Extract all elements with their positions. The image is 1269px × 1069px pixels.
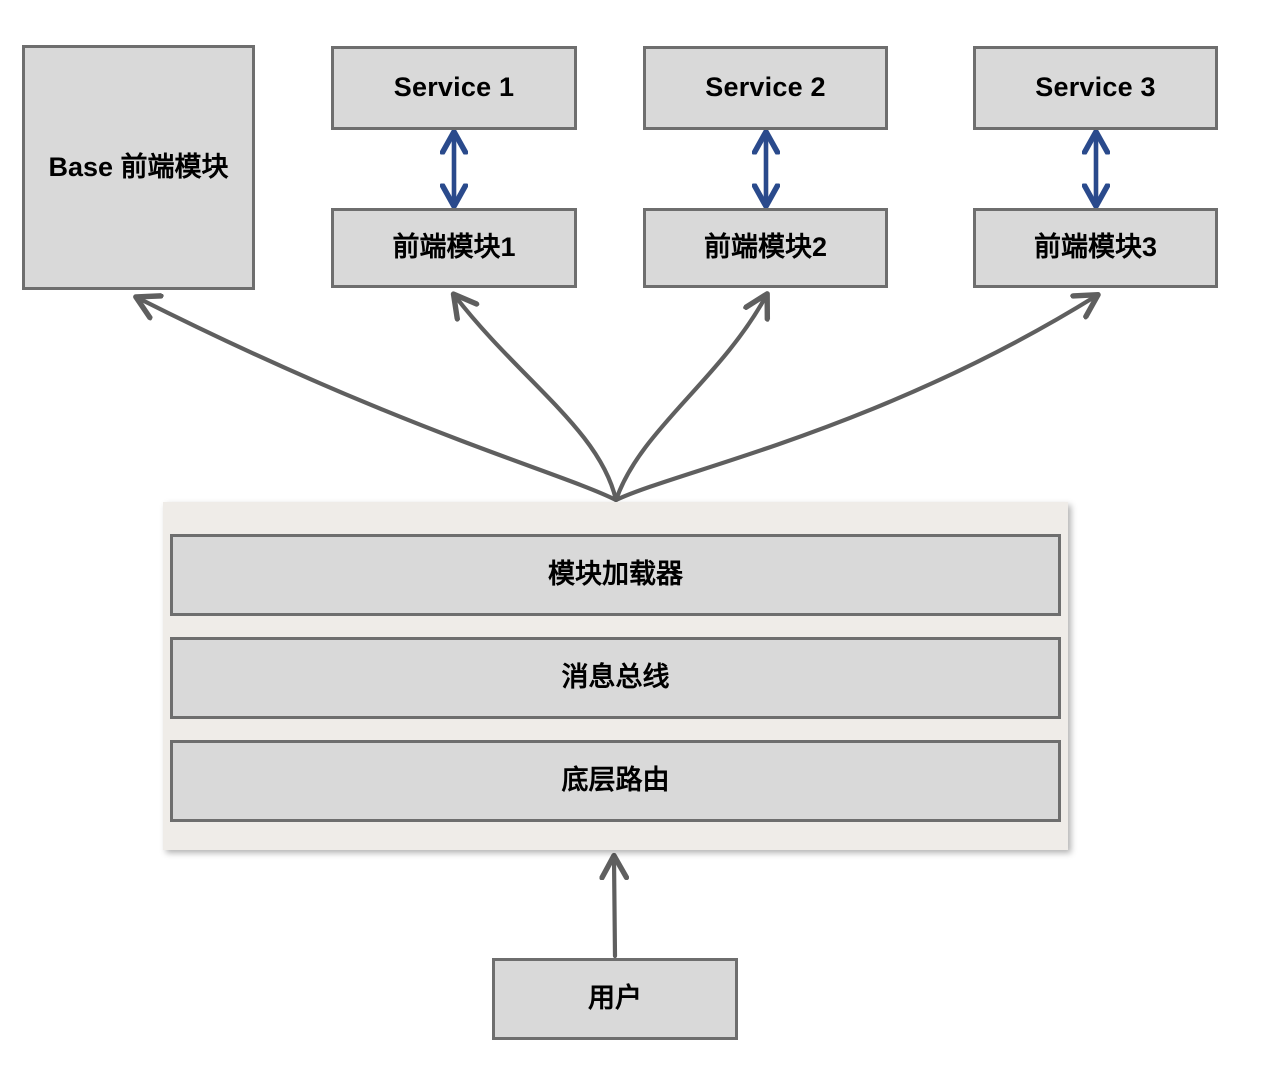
node-service-2[interactable]: Service 2 <box>643 46 888 130</box>
node-label: 前端模块2 <box>703 232 828 263</box>
node-base-frontend-module[interactable]: Base 前端模块 <box>22 45 255 290</box>
connector-user-to-platform <box>614 858 615 959</box>
node-label: 前端模块3 <box>1033 232 1158 263</box>
platform-container: 模块加载器 消息总线 底层路由 <box>163 502 1068 850</box>
connector-platform-to-base <box>138 298 619 503</box>
node-label: Base 前端模块 <box>48 151 229 182</box>
node-service-3[interactable]: Service 3 <box>973 46 1218 130</box>
node-label: 前端模块1 <box>392 232 516 263</box>
node-frontend-module-3[interactable]: 前端模块3 <box>973 208 1218 288</box>
node-label: 用户 <box>588 983 642 1014</box>
node-label: Service 2 <box>705 72 826 103</box>
platform-layer-base-routing[interactable]: 底层路由 <box>170 740 1061 822</box>
platform-layer-message-bus[interactable]: 消息总线 <box>170 637 1061 719</box>
layer-label: 模块加载器 <box>548 559 683 590</box>
node-label: Service 3 <box>1035 72 1156 103</box>
platform-layer-module-loader[interactable]: 模块加载器 <box>170 534 1061 616</box>
layer-label: 底层路由 <box>561 765 670 796</box>
layer-label: 消息总线 <box>561 662 670 693</box>
node-frontend-module-2[interactable]: 前端模块2 <box>643 208 888 288</box>
node-service-1[interactable]: Service 1 <box>331 46 577 130</box>
node-user[interactable]: 用户 <box>492 958 738 1040</box>
connector-platform-to-module-1 <box>455 296 619 503</box>
connector-platform-to-module-2 <box>613 296 766 503</box>
node-frontend-module-1[interactable]: 前端模块1 <box>331 208 577 288</box>
connector-platform-to-module-3 <box>613 296 1096 503</box>
node-label: Service 1 <box>393 72 515 103</box>
